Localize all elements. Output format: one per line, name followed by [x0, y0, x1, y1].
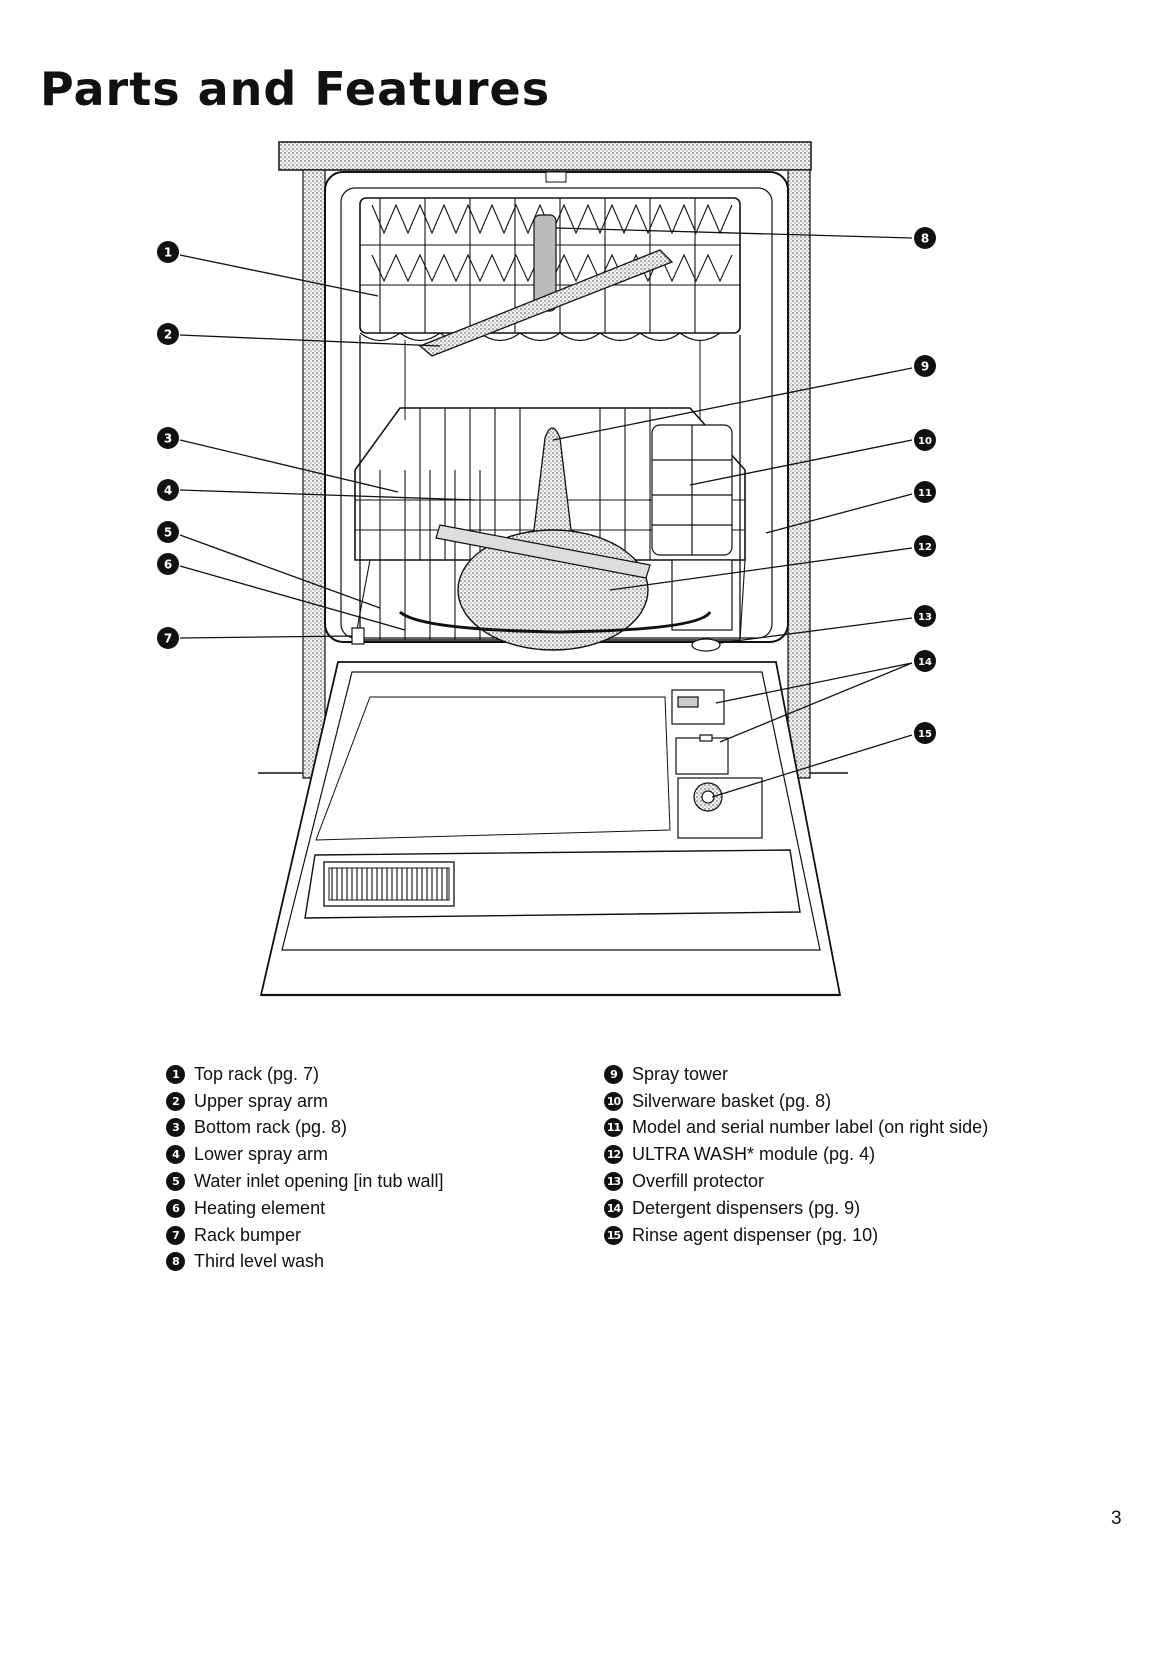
top-rack [359, 197, 741, 342]
svg-text:8: 8 [921, 232, 929, 246]
legend-number-badge: 1 [166, 1064, 185, 1084]
rack-bumper [351, 627, 365, 645]
svg-text:14: 14 [918, 657, 932, 668]
legend-text: Water inlet opening [in tub wall] [194, 1171, 444, 1192]
legend-item: 11 Model and serial number label (on righ… [604, 1115, 988, 1142]
legend-item: 2 Upper spray arm [166, 1088, 443, 1115]
callout-15: 15 [914, 722, 936, 744]
callout-10: 10 [914, 429, 936, 451]
legend-item: 4 Lower spray arm [166, 1141, 443, 1168]
svg-text:13: 13 [918, 612, 932, 623]
callout-1: 1 [157, 241, 179, 263]
legend-number-badge: 7 [166, 1225, 185, 1245]
legend-text: Upper spray arm [194, 1090, 329, 1111]
legend-number-badge: 5 [166, 1172, 185, 1192]
heating-element [398, 610, 712, 634]
legend-number-badge: 10 [604, 1091, 623, 1111]
legend-item: 5 Water inlet opening [in tub wall] [166, 1168, 443, 1195]
page-title: Parts and Features [40, 62, 551, 116]
callout-11: 11 [914, 481, 936, 503]
svg-text:6: 6 [164, 558, 172, 572]
legend-item: 12 ULTRA WASH* module (pg. 4) [604, 1141, 988, 1168]
legend-item: 14 Detergent dispensers (pg. 9) [604, 1195, 988, 1222]
callout-8: 8 [914, 227, 936, 249]
callout-9: 9 [914, 355, 936, 377]
silverware-basket [651, 424, 733, 631]
rinse-agent-dispenser [677, 777, 763, 839]
svg-text:9: 9 [921, 360, 929, 374]
callout-markers: 1 2 3 4 5 6 7 8 9 10 11 12 13 14 15 [157, 227, 936, 744]
legend-item: 8 Third level wash [166, 1249, 443, 1276]
legend-item: 7 Rack bumper [166, 1222, 443, 1249]
parts-legend-left: 1 Top rack (pg. 7) 2 Upper spray arm 3 Bott… [166, 1061, 443, 1275]
legend-item: 1 Top rack (pg. 7) [166, 1061, 443, 1088]
legend-text: Top rack (pg. 7) [194, 1063, 320, 1084]
legend-text: ULTRA WASH* module (pg. 4) [632, 1144, 876, 1165]
svg-text:2: 2 [164, 328, 172, 342]
svg-text:4: 4 [164, 484, 172, 498]
legend-text: Third level wash [194, 1251, 325, 1272]
legend-number-badge: 12 [604, 1145, 623, 1165]
callout-13: 13 [914, 605, 936, 627]
legend-item: 15 Rinse agent dispenser (pg. 10) [604, 1222, 988, 1249]
legend-item: 10 Silverware basket (pg. 8) [604, 1088, 988, 1115]
legend-text: Spray tower [632, 1063, 729, 1084]
detergent-dispensers [671, 689, 729, 775]
legend-item: 13 Overfill protector [604, 1168, 988, 1195]
legend-number-badge: 15 [604, 1225, 623, 1245]
legend-number-badge: 6 [166, 1198, 185, 1218]
legend-text: Heating element [194, 1197, 326, 1218]
legend-text: Rinse agent dispenser (pg. 10) [632, 1224, 879, 1245]
page-number: 3 [1111, 1508, 1122, 1529]
legend-number-badge: 14 [604, 1198, 623, 1218]
legend-number-badge: 2 [166, 1091, 185, 1111]
svg-text:7: 7 [164, 632, 172, 646]
right-cabinet-panel [787, 169, 811, 779]
legend-item: 9 Spray tower [604, 1061, 988, 1088]
legend-number-badge: 11 [604, 1118, 623, 1138]
svg-text:1: 1 [164, 246, 172, 260]
lower-spray-arm [435, 524, 651, 579]
callout-12: 12 [914, 535, 936, 557]
legend-text: Silverware basket (pg. 8) [632, 1090, 832, 1111]
callout-5: 5 [157, 521, 179, 543]
legend-number-badge: 9 [604, 1064, 623, 1084]
upper-spray-arm [418, 249, 674, 357]
legend-text: Overfill protector [632, 1171, 765, 1192]
leader-lines [179, 227, 913, 798]
callout-2: 2 [157, 323, 179, 345]
svg-text:10: 10 [918, 436, 932, 447]
legend-number-badge: 13 [604, 1172, 623, 1192]
callout-4: 4 [157, 479, 179, 501]
legend-number-badge: 4 [166, 1145, 185, 1165]
legend-text: Lower spray arm [194, 1144, 329, 1165]
legend-text: Bottom rack (pg. 8) [194, 1117, 348, 1138]
legend-item: 6 Heating element [166, 1195, 443, 1222]
legend-text: Rack bumper [194, 1224, 302, 1245]
countertop [278, 141, 812, 171]
legend-item: 3 Bottom rack (pg. 8) [166, 1115, 443, 1142]
callout-3: 3 [157, 427, 179, 449]
svg-text:3: 3 [164, 432, 172, 446]
svg-text:12: 12 [918, 542, 932, 553]
svg-text:15: 15 [918, 729, 932, 740]
callout-6: 6 [157, 553, 179, 575]
parts-legend-right: 9 Spray tower 10 Silverware basket (pg. 8)… [604, 1061, 988, 1249]
callout-7: 7 [157, 627, 179, 649]
overfill-protector [691, 638, 721, 652]
legend-number-badge: 8 [166, 1252, 185, 1272]
legend-text: Detergent dispensers (pg. 9) [632, 1197, 861, 1218]
svg-text:5: 5 [164, 526, 172, 540]
svg-text:11: 11 [918, 488, 932, 499]
legend-text: Model and serial number label (on right … [632, 1117, 989, 1138]
callout-14: 14 [914, 650, 936, 672]
legend-number-badge: 3 [166, 1118, 185, 1138]
